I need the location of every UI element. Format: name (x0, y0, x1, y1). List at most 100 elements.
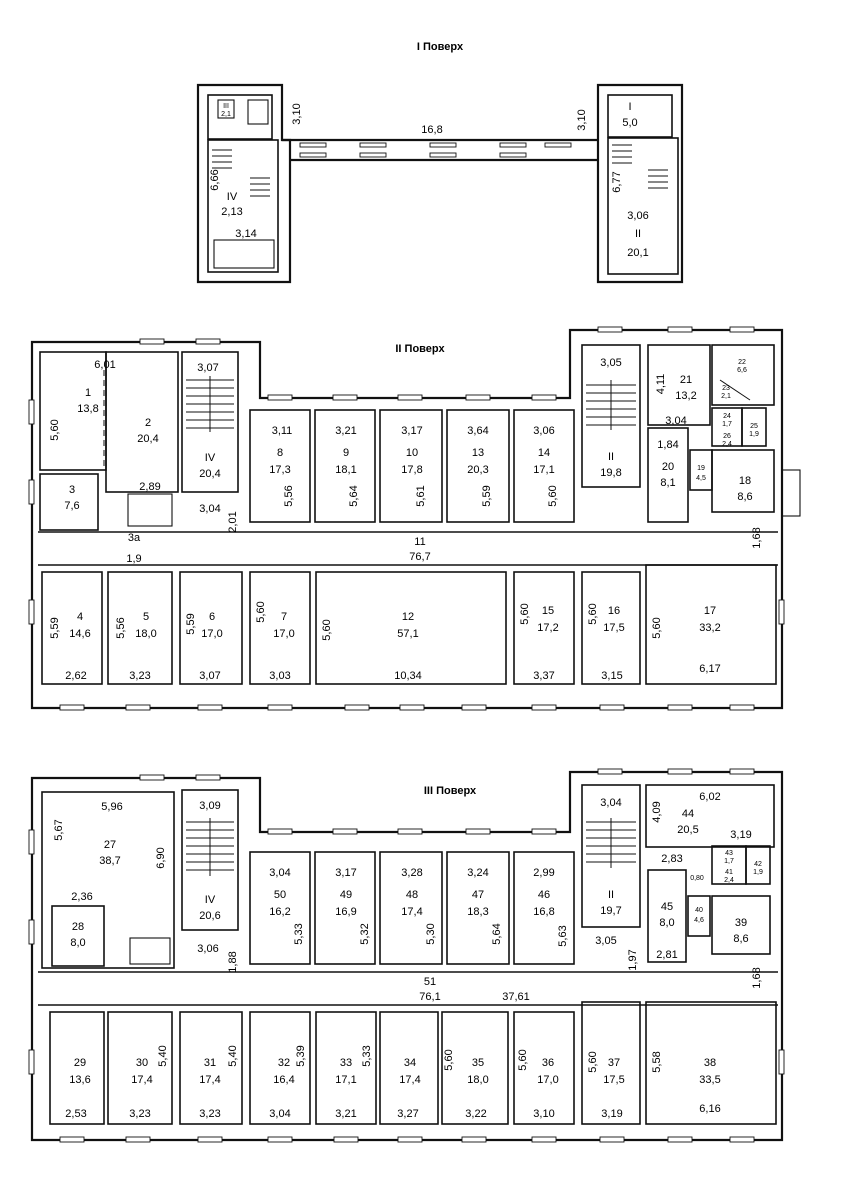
floor-1-left-inner-room (207, 94, 273, 140)
dim: 3,06 (197, 943, 218, 955)
room-32 (249, 1011, 311, 1125)
room-36 (513, 1011, 575, 1125)
room-number: 23 (722, 385, 730, 392)
room-area: 17,0 (273, 628, 294, 640)
room-number: 44 (682, 808, 694, 820)
room-area: 20,3 (467, 464, 488, 476)
room-area: 17,0 (537, 1074, 558, 1086)
dim: 5,64 (348, 485, 360, 506)
dim: 2,62 (65, 670, 86, 682)
room-area: 20,4 (199, 468, 220, 480)
room-number: 33 (340, 1057, 352, 1069)
room-area: 19,8 (600, 467, 621, 479)
room-area: 8,6 (737, 491, 752, 503)
room-area: 1,7 (722, 421, 732, 428)
dim: 3,04 (199, 503, 220, 515)
dim: 5,60 (519, 603, 531, 624)
room-34 (379, 1011, 439, 1125)
room-area: 20,6 (199, 910, 220, 922)
dim: 6,01 (94, 359, 115, 371)
floor-1-gallery (282, 138, 598, 162)
room-number: 50 (274, 889, 286, 901)
room-number: 43 (725, 850, 733, 857)
room-area: 1,9 (753, 869, 763, 876)
room-45 (647, 869, 687, 963)
room-2 (105, 351, 179, 493)
dim: 5,60 (587, 1051, 599, 1072)
room-number: 18 (739, 475, 751, 487)
room-area: 16,4 (273, 1074, 294, 1086)
dim: 3,05 (595, 935, 616, 947)
dim: 5,60 (517, 1049, 529, 1070)
room-area: 76,1 (419, 991, 440, 1003)
dim: 5,60 (651, 617, 663, 638)
dim: 3,37 (533, 670, 554, 682)
shaft-box (247, 99, 269, 125)
room-area: 2,1 (721, 393, 731, 400)
dim: 3,06 (533, 425, 554, 437)
room-number: 19 (697, 465, 705, 472)
dim: 3,04 (600, 797, 621, 809)
room-number: II (608, 889, 614, 901)
room-number: 45 (661, 901, 673, 913)
room-area: 6,6 (737, 367, 747, 374)
dim: 3,07 (199, 670, 220, 682)
room-I-box (607, 94, 673, 138)
dim: 2,89 (139, 481, 160, 493)
room-area: 33,2 (699, 622, 720, 634)
dim: 3,05 (600, 357, 621, 369)
dim: 3,22 (465, 1108, 486, 1120)
dim: 5,60 (587, 603, 599, 624)
room-number: 51 (424, 976, 436, 988)
floor-3-title: III Поверх (424, 785, 477, 797)
room-31 (179, 1011, 243, 1125)
room-number: 26 (723, 433, 731, 440)
room-28 (51, 905, 105, 967)
room-area: 17,3 (269, 464, 290, 476)
room-area: 17,5 (603, 1074, 624, 1086)
room-20 (647, 427, 689, 523)
room-area: 8,0 (659, 917, 674, 929)
room-area: 4,5 (696, 475, 706, 482)
dim: 5,59 (185, 613, 197, 634)
room-number: II (608, 451, 614, 463)
room-10 (379, 409, 443, 523)
dim: 3,04 (269, 1108, 290, 1120)
floor-3: III Поверх (28, 768, 785, 1143)
dim: 5,96 (101, 801, 122, 813)
dim: 3,10 (533, 1108, 554, 1120)
room-13 (446, 409, 510, 523)
room-number: IV (205, 452, 216, 464)
room-area: 17,5 (603, 622, 624, 634)
dim: 37,61 (502, 991, 530, 1003)
dim: 5,63 (557, 925, 569, 946)
room-number: 35 (472, 1057, 484, 1069)
room-number: 10 (406, 447, 418, 459)
dim: 5,40 (157, 1045, 169, 1066)
dim: 5,33 (293, 923, 305, 944)
dim: 16,8 (421, 124, 442, 136)
room-I-number: I (628, 101, 631, 113)
room-18 (711, 449, 775, 513)
stair-hall-right (607, 137, 679, 275)
room-area: 57,1 (397, 628, 418, 640)
room-12 (315, 571, 507, 685)
room-IV-stair (181, 351, 239, 493)
room-number: 8 (277, 447, 283, 459)
room-number: 16 (608, 605, 620, 617)
dim: 5,32 (359, 923, 371, 944)
dim: 2,36 (71, 891, 92, 903)
room-area: 17,1 (335, 1074, 356, 1086)
room-IV-stair (181, 789, 239, 931)
stair-hall-left (207, 139, 279, 273)
room-number: 36 (542, 1057, 554, 1069)
room-48 (379, 851, 443, 965)
dim: 5,33 (361, 1045, 373, 1066)
floor-1: I Поверх (196, 41, 684, 284)
dim: 6,16 (699, 1103, 720, 1115)
room-42 (745, 845, 771, 885)
room-II-stair (581, 784, 641, 928)
room-number: 21 (680, 374, 692, 386)
room-number: 40 (695, 907, 703, 914)
